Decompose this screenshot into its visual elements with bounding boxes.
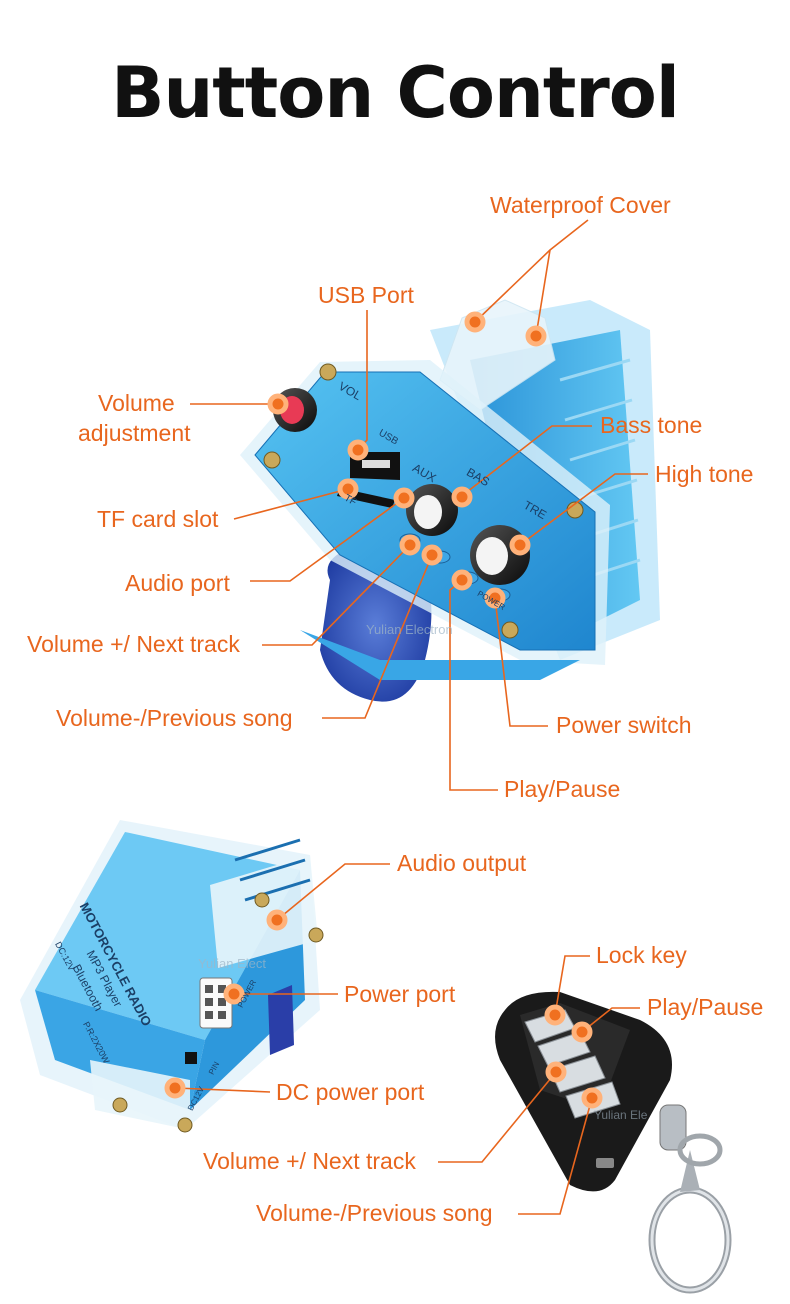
- panel-watermark: Yulian Electron: [366, 622, 453, 637]
- marker-dot: [347, 439, 369, 461]
- remote-control: [495, 991, 732, 1294]
- marker-dot: [266, 909, 288, 931]
- marker-dot: [544, 1004, 566, 1026]
- label-power-port: Power port: [344, 981, 456, 1007]
- marker-dot: [484, 587, 506, 609]
- marker-dot: [337, 478, 359, 500]
- label-remote-volume-prev-song: Volume-/Previous song: [256, 1200, 493, 1226]
- marker-dot: [223, 983, 245, 1005]
- label-power-switch: Power switch: [556, 712, 692, 738]
- marker-dot: [451, 569, 473, 591]
- side-watermark: Yulian Elect: [198, 956, 266, 971]
- marker-dot: [451, 486, 473, 508]
- label-usb-port: USB Port: [318, 282, 414, 308]
- remote-watermark: Yulian Ele: [594, 1108, 648, 1122]
- marker-dot: [464, 311, 486, 333]
- label-lock-key: Lock key: [596, 942, 687, 968]
- label-waterproof-cover: Waterproof Cover: [490, 192, 671, 218]
- marker-dot: [545, 1061, 567, 1083]
- label-remote-volume-next-track: Volume +/ Next track: [203, 1148, 416, 1174]
- label-audio-port: Audio port: [125, 570, 230, 596]
- label-play-pause: Play/Pause: [504, 776, 621, 802]
- marker-dots: [164, 311, 603, 1109]
- label-volume-prev-song: Volume-/Previous song: [56, 705, 293, 731]
- label-remote-play-pause: Play/Pause: [647, 994, 764, 1020]
- label-volume-next-track: Volume +/ Next track: [27, 631, 240, 657]
- marker-dot: [509, 534, 531, 556]
- label-bass-tone: Bass tone: [600, 412, 703, 438]
- label-dc-power-port: DC power port: [276, 1079, 425, 1105]
- marker-dot: [399, 534, 421, 556]
- power-connector: [199, 977, 233, 1029]
- marker-dot: [267, 393, 289, 415]
- leader-lines: [175, 219, 648, 1215]
- marker-dot: [525, 325, 547, 347]
- label-tf-card-slot: TF card slot: [97, 506, 219, 532]
- label-audio-output: Audio output: [397, 850, 527, 876]
- marker-dot: [393, 487, 415, 509]
- marker-dot: [421, 544, 443, 566]
- marker-dot: [581, 1087, 603, 1109]
- page-title: Button Control: [111, 52, 680, 134]
- label-volume-adjustment-line2: adjustment: [78, 420, 191, 446]
- marker-dot: [164, 1077, 186, 1099]
- label-high-tone: High tone: [655, 461, 754, 487]
- label-volume-adjustment-line1: Volume: [98, 390, 175, 416]
- marker-dot: [571, 1021, 593, 1043]
